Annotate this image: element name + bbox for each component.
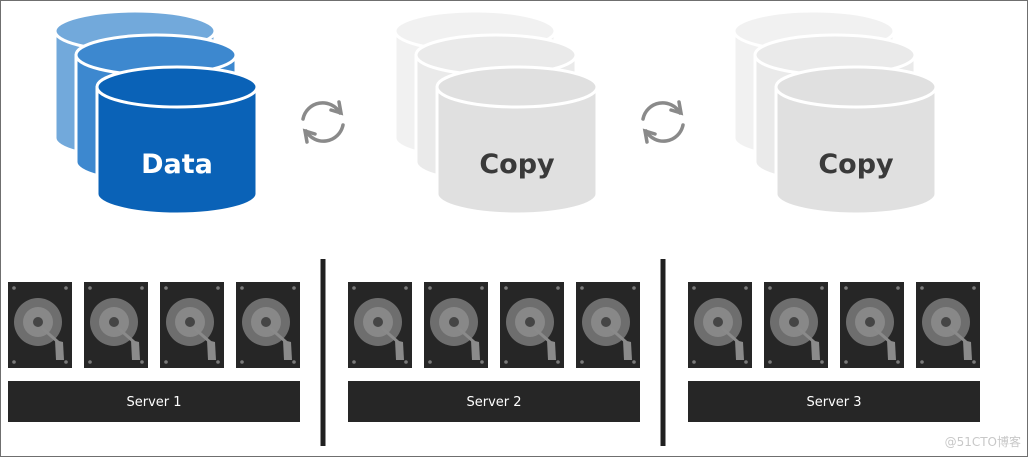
hard-drive-icon — [8, 282, 72, 368]
hard-drive-icon — [348, 282, 412, 368]
db-stack-label: Copy — [479, 149, 555, 180]
hard-drive-icon — [576, 282, 640, 368]
server-bar — [8, 381, 300, 422]
server-2: Server 2 — [348, 282, 640, 422]
cylinder-front — [95, 65, 259, 216]
hard-drive-icon — [236, 282, 300, 368]
watermark: @51CTO博客 — [944, 435, 1021, 449]
hard-drive-icon — [160, 282, 224, 368]
db-stack-label: Data — [141, 149, 213, 180]
hard-drive-icon — [764, 282, 828, 368]
db-stack-label: Copy — [818, 149, 894, 180]
sync-icon — [301, 100, 345, 144]
cylinder-front — [774, 65, 938, 216]
hard-drive-icon — [688, 282, 752, 368]
server-bar — [348, 381, 640, 422]
server-label: Server 1 — [126, 395, 181, 410]
hard-drive-icon — [840, 282, 904, 368]
server-label: Server 3 — [806, 395, 861, 410]
cylinder-front — [435, 65, 599, 216]
server-1: Server 1 — [8, 282, 300, 422]
hard-drive-icon — [916, 282, 980, 368]
hard-drive-icon — [424, 282, 488, 368]
server-3: Server 3 — [688, 282, 980, 422]
db-stack-2: Copy — [393, 9, 599, 216]
server-bar — [688, 381, 980, 422]
hard-drive-icon — [84, 282, 148, 368]
server-label: Server 2 — [466, 395, 521, 410]
sync-icon — [641, 100, 685, 144]
db-stack-1: Data — [53, 9, 259, 216]
server-divider — [320, 259, 326, 446]
server-divider — [660, 259, 666, 446]
db-stack-3: Copy — [732, 9, 938, 216]
hard-drive-icon — [500, 282, 564, 368]
